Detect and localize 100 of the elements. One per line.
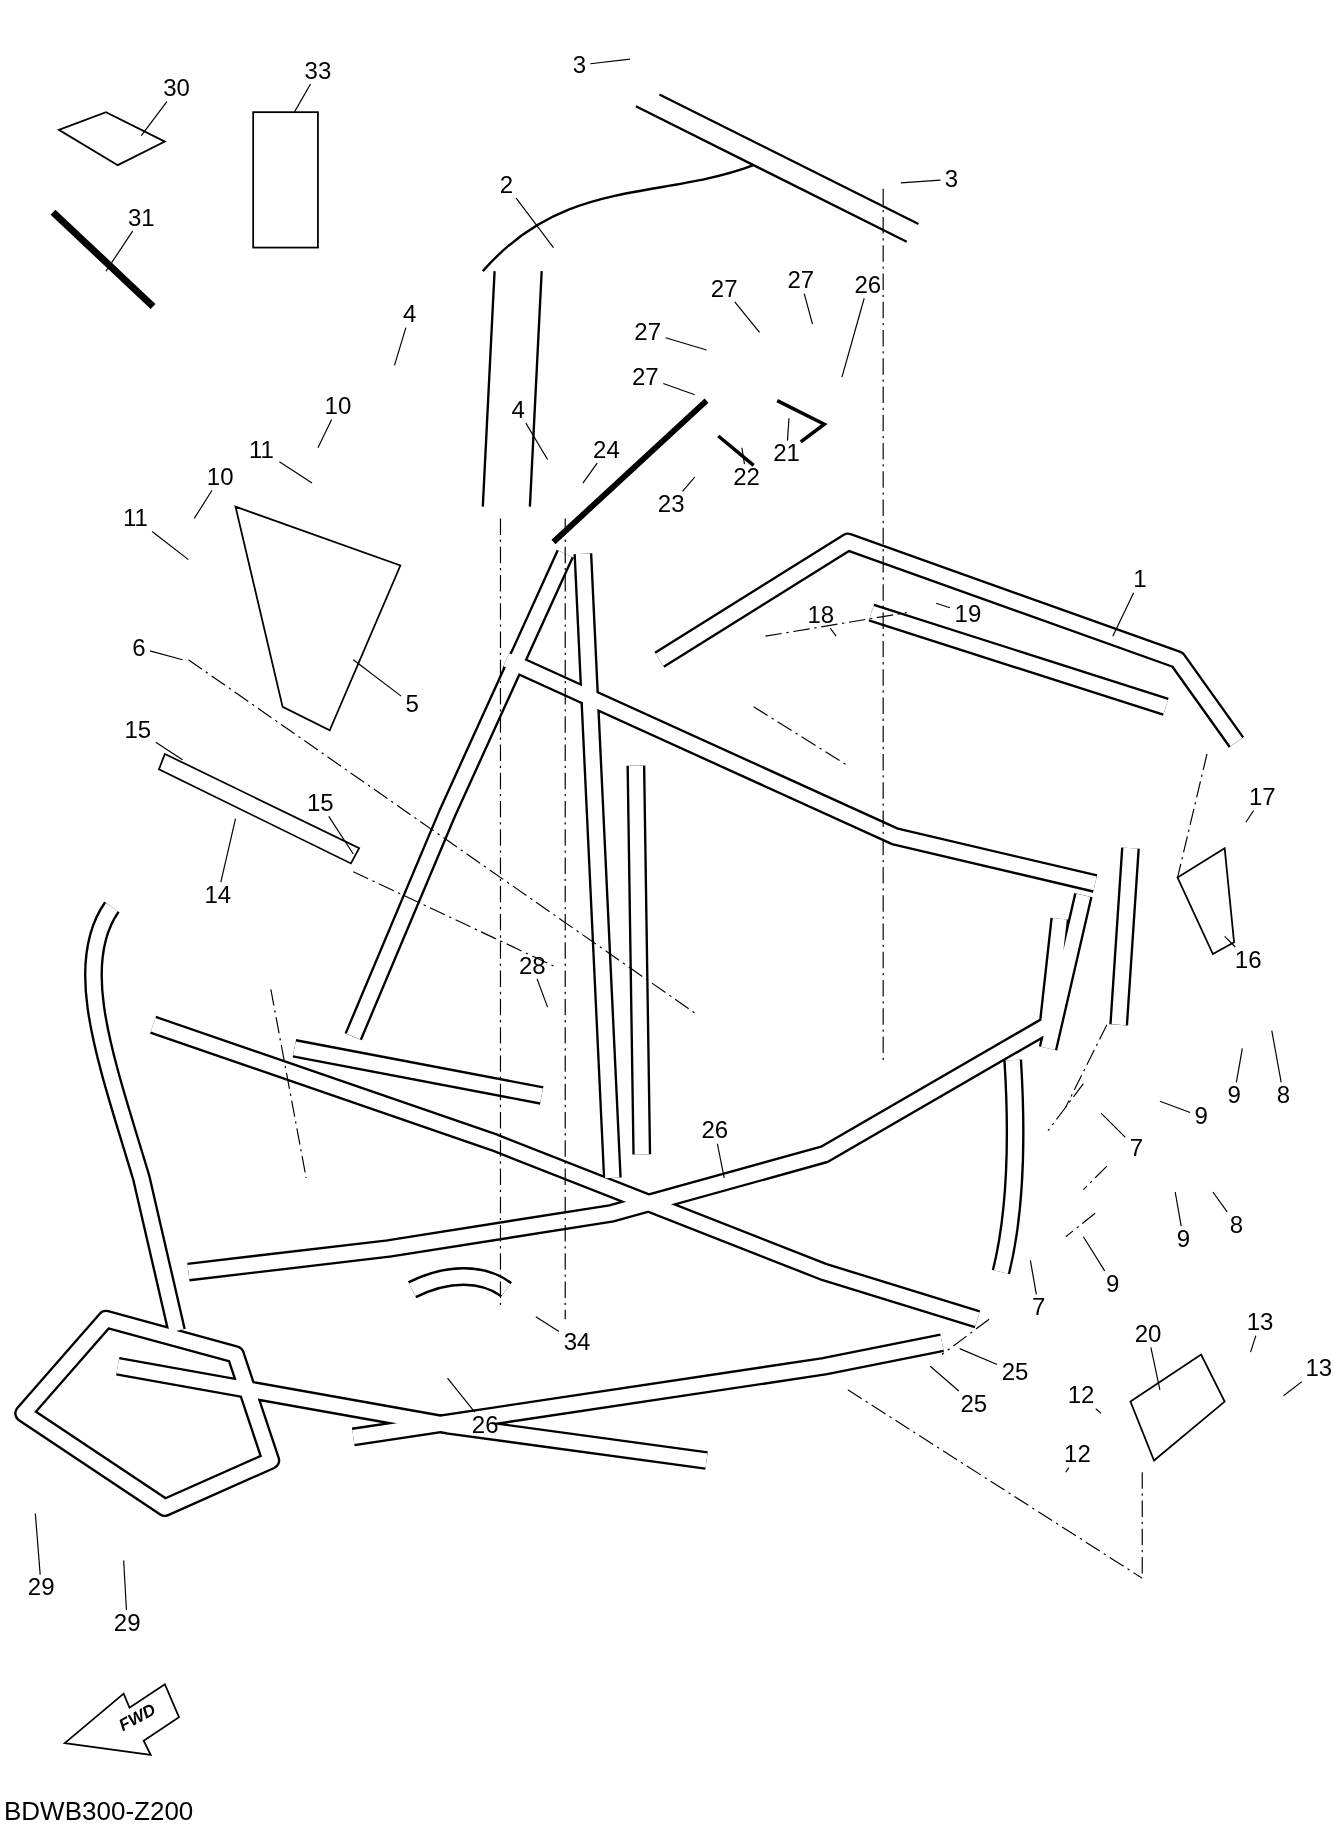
leader-line	[1174, 1191, 1182, 1227]
callout-number: 26	[471, 1412, 499, 1437]
leader-line	[1224, 935, 1236, 948]
leader-line	[278, 461, 313, 484]
callout-number: 6	[132, 635, 146, 660]
callout-number: 10	[206, 464, 234, 489]
callout-number: 13	[1246, 1310, 1274, 1335]
callout-number: 1	[1133, 567, 1147, 592]
callout-number: 8	[1229, 1212, 1244, 1237]
callout-number: 34	[563, 1330, 591, 1355]
callout-number: 22	[733, 464, 760, 489]
leader-line	[1082, 1236, 1106, 1272]
leader-line	[1150, 1346, 1161, 1391]
leader-line	[149, 650, 184, 661]
leader-line	[681, 476, 696, 492]
leader-line	[1235, 1047, 1243, 1083]
callout-number: 29	[27, 1575, 55, 1600]
leader-line	[900, 179, 942, 184]
callout-number: 23	[657, 492, 685, 516]
leader-line	[665, 337, 708, 351]
callout-number: 19	[954, 601, 982, 626]
callout-number: 24	[593, 437, 620, 462]
leader-line	[1282, 1381, 1303, 1397]
callout-number: 11	[122, 506, 148, 531]
leader-line	[293, 83, 312, 113]
callout-number: 20	[1134, 1322, 1162, 1347]
leader-line	[1271, 1030, 1282, 1083]
callout-number: 27	[634, 320, 661, 345]
callout-number: 12	[1067, 1383, 1095, 1408]
leader-line	[525, 422, 549, 461]
callout-number: 26	[701, 1118, 729, 1143]
leader-line	[535, 1316, 560, 1332]
leader-line	[151, 530, 189, 561]
leader-line	[515, 197, 555, 249]
leader-line	[1029, 1259, 1037, 1295]
callout-number: 17	[1249, 785, 1276, 810]
callout-number: 15	[306, 791, 334, 816]
leader-line	[935, 602, 951, 609]
callout-number: 14	[204, 882, 232, 907]
leader-line	[959, 1348, 998, 1366]
leader-line	[1250, 1335, 1257, 1353]
leader-line	[34, 1512, 41, 1576]
callout-number: 10	[324, 394, 352, 419]
callout-number: 33	[304, 58, 332, 83]
callout-number: 13	[1305, 1356, 1333, 1381]
callout-number: 2	[499, 172, 513, 197]
leader-line	[1065, 1467, 1070, 1473]
forward-label: FWD	[114, 1699, 160, 1737]
callout-number: 4	[403, 302, 417, 327]
callout-number: 21	[773, 441, 800, 466]
leader-line	[841, 297, 865, 378]
callout-number: 18	[807, 602, 835, 627]
callout-number: 29	[113, 1610, 141, 1635]
callout-number: 8	[1276, 1083, 1291, 1108]
leader-line	[155, 741, 184, 761]
callout-number: 28	[518, 953, 546, 978]
leader-line	[1245, 809, 1255, 823]
leader-line	[716, 1143, 725, 1179]
leader-line	[536, 978, 549, 1008]
callout-number: 25	[960, 1391, 988, 1416]
callout-number: 26	[854, 272, 882, 297]
callout-number: 27	[710, 276, 738, 301]
leader-line	[741, 447, 746, 465]
leader-line	[105, 230, 134, 272]
callout-number: 7	[1031, 1295, 1046, 1320]
callout-number: 12	[1064, 1442, 1091, 1467]
callout-number: 30	[163, 76, 190, 101]
callout-number: 15	[124, 718, 152, 743]
drawing-code: BDWB300-Z200	[4, 1795, 194, 1828]
leader-line	[1212, 1191, 1228, 1213]
leader-line	[352, 659, 402, 697]
callout-number: 3	[944, 167, 959, 191]
leader-line	[1095, 1408, 1102, 1414]
leader-line	[929, 1365, 960, 1392]
callout-number: 7	[1129, 1136, 1143, 1161]
leader-line	[1112, 592, 1135, 637]
leader-line	[1159, 1100, 1191, 1114]
callout-number: 4	[511, 397, 525, 422]
callout-number: 9	[1194, 1104, 1208, 1129]
callout-number: 3	[572, 52, 587, 77]
callout-number: 31	[127, 205, 155, 230]
leader-line	[829, 627, 837, 637]
leader-line	[328, 815, 354, 855]
leader-line	[193, 489, 213, 519]
leader-line	[803, 292, 814, 325]
leader-line	[393, 327, 407, 366]
leader-line	[734, 301, 761, 333]
leader-line	[1100, 1112, 1126, 1138]
leader-line	[582, 462, 598, 484]
callout-number: 9	[1176, 1226, 1191, 1251]
callout-number: 9	[1227, 1083, 1241, 1108]
leader-line	[786, 417, 790, 442]
leader-line	[140, 101, 168, 137]
leader-line	[317, 418, 333, 449]
leader-line	[589, 58, 631, 65]
callout-number: 27	[787, 268, 815, 293]
callout-number: 25	[1001, 1359, 1029, 1384]
callout-number: 5	[405, 692, 419, 717]
leader-line	[662, 382, 696, 396]
leader-line	[123, 1559, 128, 1611]
